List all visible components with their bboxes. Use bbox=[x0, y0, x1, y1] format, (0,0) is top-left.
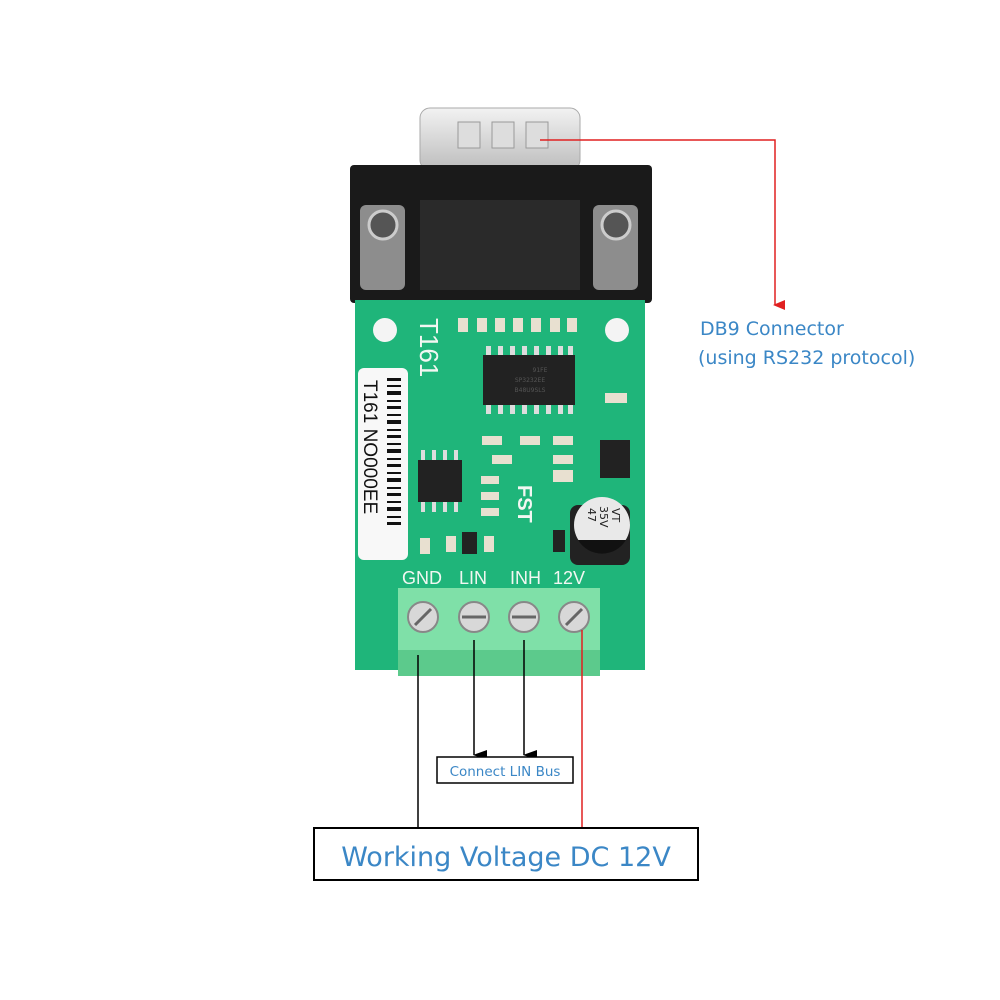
pin-label-lin: LIN bbox=[459, 568, 487, 588]
capacitor-text: 47 bbox=[585, 508, 598, 522]
chip-text: SP3232EE bbox=[515, 377, 545, 384]
diode bbox=[462, 532, 477, 554]
capacitor-text: VT bbox=[609, 508, 622, 523]
voltage-regulator bbox=[600, 440, 630, 478]
rs232-chip: 91FE SP3232EE B48U9SLS bbox=[483, 346, 575, 414]
lin-transceiver-chip bbox=[418, 450, 462, 512]
pin-label-12v: 12V bbox=[553, 568, 585, 588]
lin-bus-label-box bbox=[436, 756, 574, 784]
brand-logo: FST bbox=[513, 485, 535, 523]
chip-text: 91FE bbox=[533, 367, 548, 374]
voltage-label-box bbox=[313, 827, 699, 881]
chip-text: B48U9SLS bbox=[515, 387, 546, 394]
smd-components bbox=[420, 318, 627, 554]
db9-pointer-line bbox=[540, 139, 785, 310]
db9-connector bbox=[350, 107, 652, 303]
pin-label-inh: INH bbox=[510, 568, 541, 588]
pcb-board: T161 T161 NO000EE 91FE SP bbox=[355, 300, 645, 670]
capacitor-text: 35V bbox=[597, 506, 610, 528]
voltage-label: Working Voltage DC 12V bbox=[341, 842, 671, 873]
pin-label-gnd: GND bbox=[402, 568, 442, 588]
lin-bus-label: Connect LIN Bus bbox=[450, 764, 561, 780]
barcode-label: T161 NO000EE bbox=[359, 380, 380, 514]
db9-annotation-title: DB9 Connector bbox=[700, 318, 844, 340]
barcode-sticker: T161 NO000EE bbox=[358, 368, 408, 560]
electrolytic-capacitor: 47 35V VT bbox=[570, 497, 630, 565]
diode bbox=[553, 530, 565, 552]
db9-annotation-subtitle: (using RS232 protocol) bbox=[698, 347, 915, 369]
screw-terminal-block bbox=[398, 588, 600, 676]
model-silk: T161 bbox=[414, 318, 444, 377]
